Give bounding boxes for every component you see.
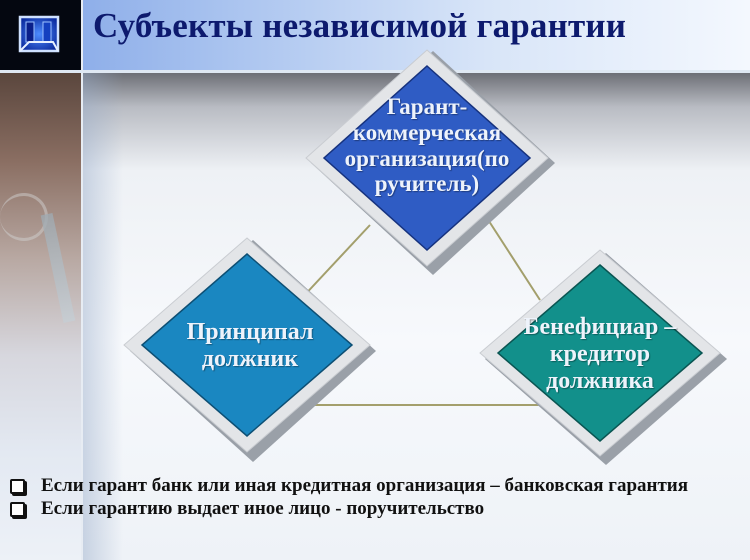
connector-lines (299, 214, 545, 406)
side-photo (0, 73, 83, 560)
checkbox-bullet-icon (10, 502, 25, 517)
guarantor-label-line: Гарант- (386, 94, 468, 119)
guarantor-label-line: организация(по (344, 145, 510, 171)
bullet-item: Если гарантию выдает иное лицо - поручит… (8, 497, 748, 520)
guarantor-label-line: коммерческая (352, 119, 502, 145)
node-guarantor (305, 49, 555, 275)
glowing-cube-icon (18, 15, 60, 53)
guarantor-label: Гарант- коммерческая организация(по ручи… (307, 94, 547, 197)
beneficiary-label: Бенефициар – кредитор должника (490, 314, 710, 395)
bullet-text: Если гарант банк или иная кредитная орга… (41, 475, 689, 496)
principal-label-line: Принципал (186, 319, 314, 345)
node-beneficiary (479, 249, 727, 465)
beneficiary-label-line: должника (546, 367, 654, 394)
connector-guarantor-beneficiary (484, 214, 541, 301)
node-principal (123, 237, 376, 462)
title-bar (0, 0, 750, 71)
checkbox-bullet-icon (10, 479, 25, 494)
connector-guarantor-principal (299, 224, 371, 301)
beneficiary-label-line: кредитор (549, 340, 651, 367)
bullet-item: Если гарант банк или иная кредитная орга… (8, 474, 748, 497)
guarantor-label-line: ручитель) (374, 171, 480, 197)
header-divider (0, 70, 750, 73)
bullet-text: Если гарантию выдает иное лицо - поручит… (41, 498, 485, 519)
principal-label-line: должник (201, 345, 299, 372)
principal-label: Принципал должник (140, 319, 360, 373)
decorative-swoosh (83, 73, 123, 560)
logo-box (0, 0, 83, 71)
bullet-list: Если гарант банк или иная кредитная орга… (8, 474, 748, 520)
beneficiary-label-line: Бенефициар – (523, 314, 677, 340)
slide-title: Субъекты независимой гарантии (93, 6, 627, 45)
